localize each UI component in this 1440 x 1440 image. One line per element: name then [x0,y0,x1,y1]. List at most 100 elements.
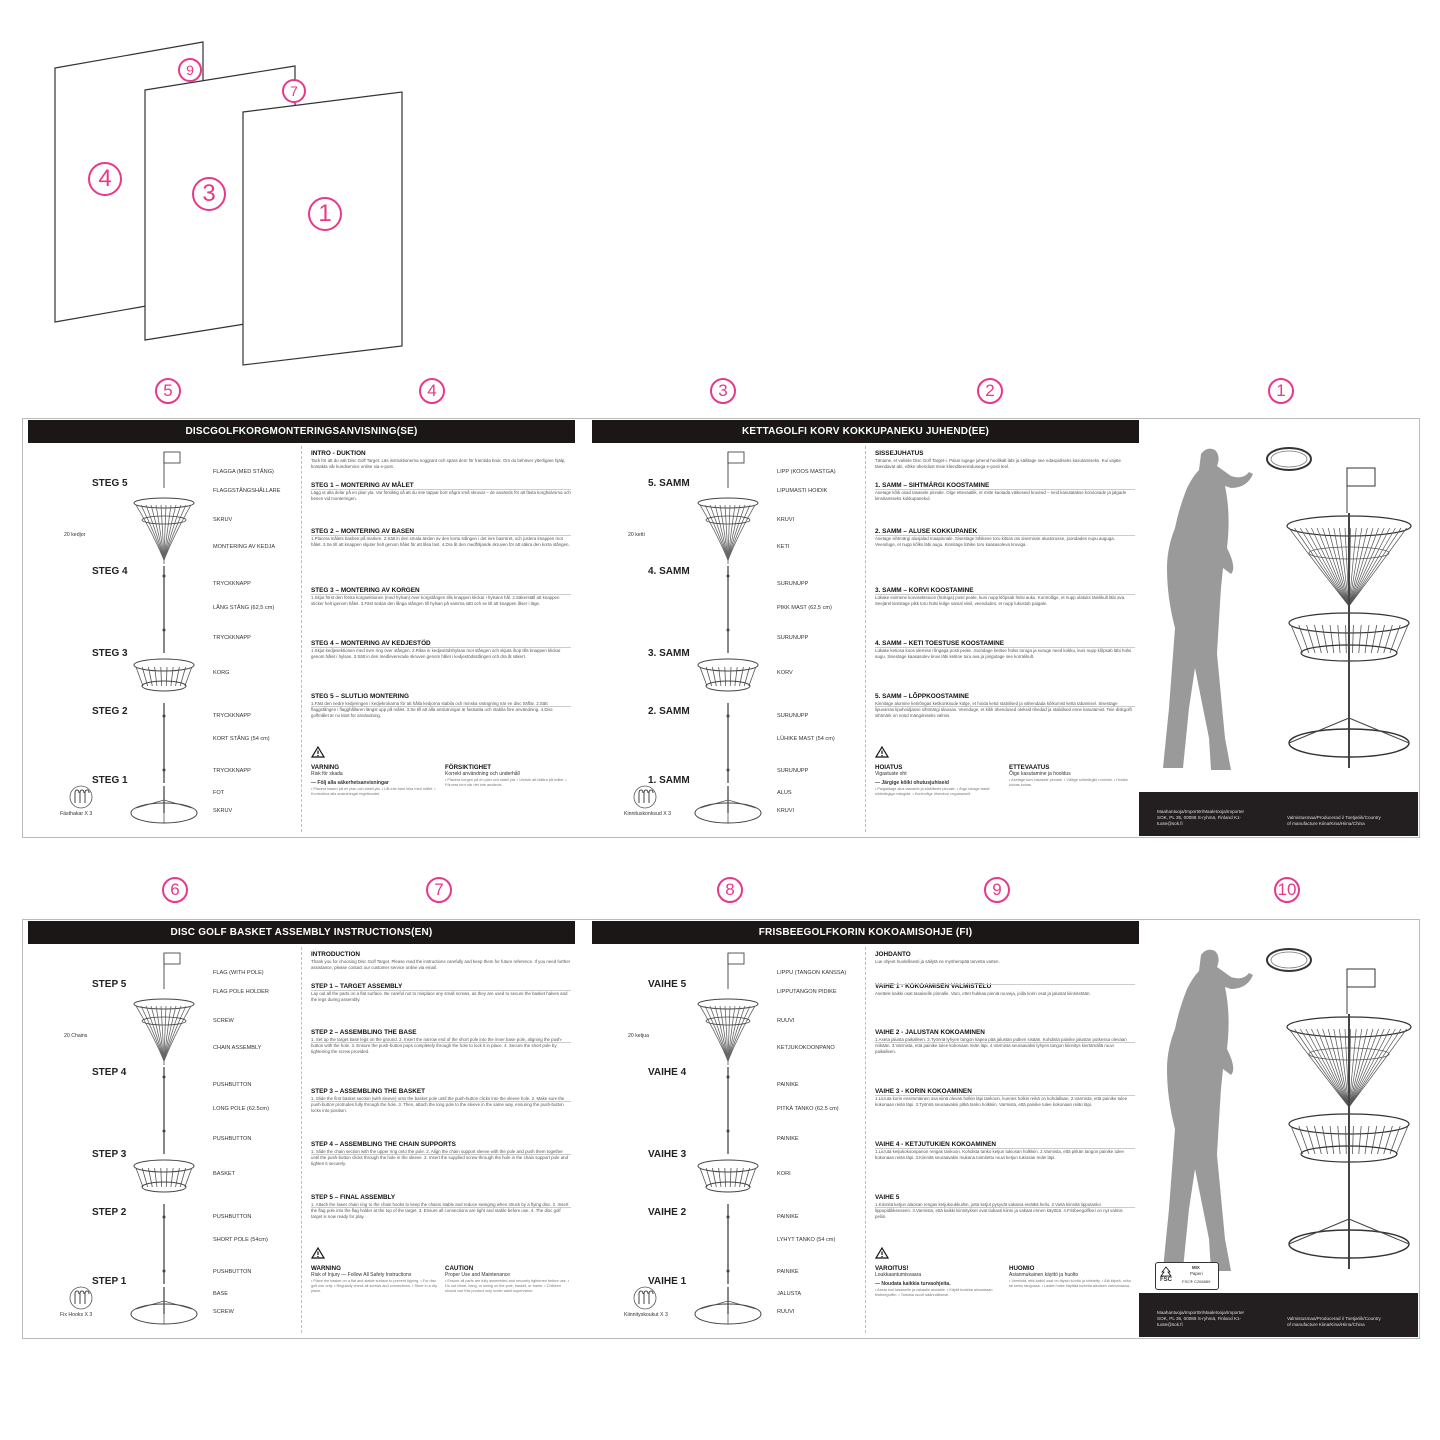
page-number-5: 5 [155,378,181,404]
section-title: STEG 1 – MONTERING AV MÅLET [311,482,414,489]
fold-number-4: 4 [88,162,122,196]
page-number-1: 1 [1268,378,1294,404]
page-number-7: 7 [426,877,452,903]
section-title: STEG 3 – MONTERING AV KORGEN [311,587,420,594]
part-label: KETI [777,544,790,550]
warning-headline: — Järgige kõiki ohutusjuhiseid [875,780,949,786]
section-title: STEG 2 – MONTERING AV BASEN [311,528,414,535]
hooks-icon [633,785,657,809]
page-number-2: 2 [977,378,1003,404]
sheet-header: FRISBEEGOLFKORIN KOKOAMISOHJE (FI) [592,921,1139,944]
caution-body: • Ensure all parts are fully assembled a… [445,1279,570,1293]
step-label: STEP 1 [92,1276,127,1287]
part-label: PIKK MAST (62,5 cm) [777,605,832,611]
part-label: LONG POLE (62.5cm) [213,1106,269,1112]
chain-count: 20 kedjor [64,532,86,538]
section-title: SISSEJUHATUS [875,450,924,457]
section-rule [875,1207,1135,1208]
warning-icon [874,745,890,758]
fsc-mix: MIX [1192,1265,1200,1270]
importer-info: Maahantuoja/Importör/Maaletooja/Importer… [1157,809,1245,826]
section-title: VAIHE 2 - JALUSTAN KOKOAMINEN [875,1029,985,1036]
assembly-diagram [130,451,198,824]
warning-headline: — Noudata kaikkia turvaohjeita. [875,1281,951,1287]
step-label: STEP 4 [92,1067,127,1078]
folded-leaflet-illustration [54,41,403,366]
part-label: LÜHIKE MAST (54 cm) [777,736,835,742]
fsc-tree-icon [1160,1265,1172,1277]
section-title: STEP 2 – ASSEMBLING THE BASE [311,1029,417,1036]
part-label: BASKET [213,1171,236,1177]
hooks-icon [69,1286,93,1310]
section-body: 1. Set up the target base legs on the gr… [311,1037,563,1054]
part-label: KETJUKOKOONPANO [777,1045,835,1051]
section-body: 1.Liu'uta korin ensimmäinen osa siinä ol… [875,1096,1128,1107]
section-title: 2. SAMM – ALUSE KOKKUPANEK [875,528,978,535]
warning-subtitle: Loukkaantumisvaara [875,1272,922,1278]
warning-subtitle: Risk of Injury — Follow All Safety Instr… [311,1272,412,1278]
section-rule [875,1148,1135,1149]
section-rule [311,535,571,536]
cover-footer-bar [1139,1293,1418,1337]
section-body: 1. Attach the lower chain ring to the ch… [311,1202,569,1219]
part-label: PAINIKE [777,1269,799,1275]
caution-title: HUOMIO [1009,1265,1035,1272]
section-title: INTRODUCTION [311,951,360,958]
assembly-diagram [694,952,762,1325]
section-body: Lay out all the parts on a flat surface.… [311,991,568,1002]
part-label: FLAGGA (MED STÅNG) [213,469,274,475]
part-label: LIPP (KOOS MASTGA) [777,469,836,475]
section-rule [875,535,1135,536]
panel-divider [865,446,866,832]
hook-count: Fästhakar X 3 [60,811,93,817]
part-label: MONTERING AV KEDJA [213,544,276,550]
warning-subtitle: Vigastuste oht [875,771,907,777]
part-label: KORV [777,670,793,676]
section-title: VAIHE 1 - KOKOAMISEN VALMISTELU [875,983,992,990]
chain-count: 20 Chains [64,1033,88,1039]
step-label: VAIHE 1 [648,1276,687,1287]
section-rule [875,594,1135,595]
part-label: CHAIN ASSEMBLY [213,1045,262,1051]
caution-body: • Varmista, että kaikki osat on täysin k… [1009,1279,1131,1288]
hook-count: Kiinnityskoukut X 3 [624,1312,668,1318]
warning-body: • Placera basen på en plan och stabil yt… [311,787,436,796]
step-label: STEG 5 [92,478,128,489]
step-label: STEG 3 [92,648,128,659]
step-label: VAIHE 5 [648,979,687,990]
section-title: STEP 5 – FINAL ASSEMBLY [311,1194,396,1201]
section-body: 1.Kiinnitä ketjun alaosan rengas ketjuko… [875,1202,1123,1219]
step-label: STEP 3 [92,1149,127,1160]
warning-icon [874,1246,890,1259]
part-label: TRYCKKNAPP [213,713,251,719]
step-label: VAIHE 3 [648,1149,687,1160]
part-label: KRUVI [777,808,795,814]
part-label: TRYCKKNAPP [213,768,251,774]
part-label: FLAG (WITH POLE) [213,970,264,976]
cover-panel-1: Maahantuoja/Importör/Maaletooja/Importer… [1139,919,1418,1337]
caution-title: FÖRSIKTIGHET [445,764,492,771]
part-label: SURUNUPP [777,768,809,774]
part-label: SCREW [213,1309,234,1315]
section-body: 1.Aseta jalusta paikalleen. 2.Työnnä lyh… [875,1037,1127,1054]
caution-subtitle: Õige kasutamine ja hooldus [1009,771,1071,777]
part-label: SKRUV [213,808,233,814]
part-label: BASE [213,1291,228,1297]
section-rule [875,984,1135,985]
part-label: LIPUMASTI HOIDIK [777,488,828,494]
section-body: 1. Slide the first basket section (with … [311,1096,565,1113]
section-body: 1.Placera målets basben på marken. 2.Sät… [311,536,570,547]
part-label: SHORT POLE (54cm) [213,1237,268,1243]
fsc-label: FSC [1160,1277,1172,1283]
page-number-4: 4 [419,378,445,404]
section-rule [311,990,571,991]
